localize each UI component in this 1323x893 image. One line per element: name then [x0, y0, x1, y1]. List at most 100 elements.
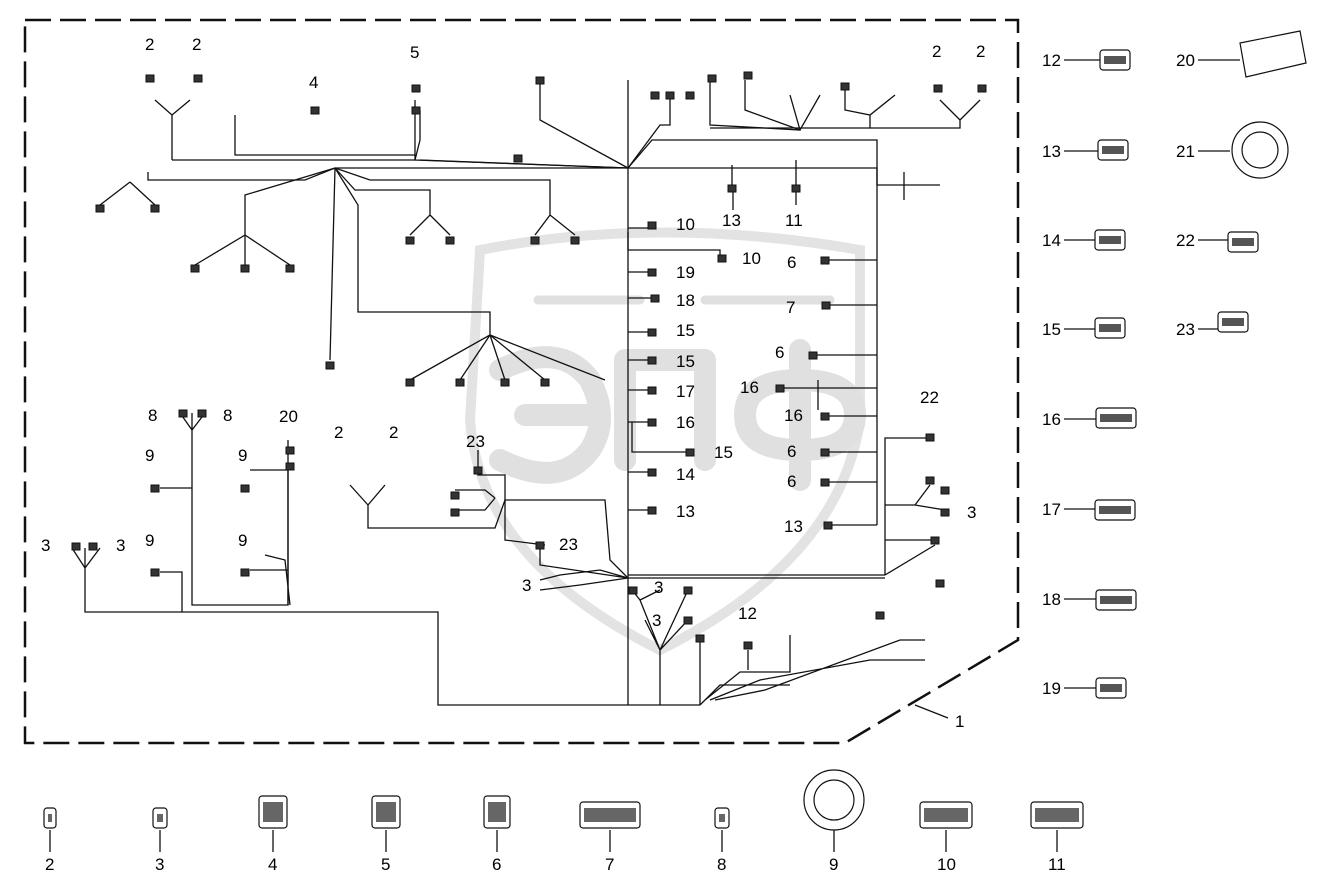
connector	[935, 579, 945, 588]
connector	[540, 378, 550, 387]
connector	[530, 236, 540, 245]
callout-13: 13	[722, 211, 741, 230]
connector	[405, 378, 415, 387]
callout-20: 20	[279, 407, 298, 426]
part-label-4: 4	[268, 855, 277, 874]
connector	[820, 412, 830, 421]
connector	[473, 466, 483, 475]
part-label-2: 2	[45, 855, 54, 874]
wire	[539, 548, 629, 591]
connector	[940, 486, 950, 495]
part-17-cavities	[1099, 506, 1131, 514]
part-label-8: 8	[717, 855, 726, 874]
connector	[310, 106, 320, 115]
connector	[513, 154, 523, 163]
connector	[95, 204, 105, 213]
callout-3: 3	[116, 536, 125, 555]
callout-15: 15	[676, 321, 695, 340]
wire	[99, 181, 156, 206]
connector	[190, 264, 200, 273]
callout-5: 5	[410, 43, 419, 62]
callout-10: 10	[742, 249, 761, 268]
connector	[820, 256, 830, 265]
part-label-23: 23	[1176, 320, 1195, 339]
wire	[627, 98, 671, 169]
part-label-16: 16	[1042, 410, 1061, 429]
callout-17: 17	[676, 382, 695, 401]
wire	[628, 271, 652, 391]
wire	[539, 80, 629, 169]
connector	[285, 446, 295, 455]
connector	[240, 264, 250, 273]
wire	[627, 139, 940, 186]
wire	[234, 115, 415, 156]
wire	[334, 167, 606, 381]
callout-13: 13	[784, 517, 803, 536]
connector	[925, 476, 935, 485]
connectors	[71, 71, 987, 650]
part-18-cavities	[1100, 596, 1132, 604]
wire	[147, 167, 628, 181]
part-label-13: 13	[1042, 142, 1061, 161]
connector	[178, 409, 188, 418]
wire	[329, 167, 336, 361]
connector	[145, 74, 155, 83]
wire	[780, 259, 877, 526]
connector	[411, 106, 421, 115]
connector	[647, 418, 657, 427]
connector	[450, 508, 460, 517]
part-label-3: 3	[155, 855, 164, 874]
wires	[71, 80, 981, 706]
connector	[535, 76, 545, 85]
wire	[414, 100, 629, 169]
wire	[628, 421, 690, 511]
wire	[628, 635, 925, 706]
part-22-cavities	[1232, 238, 1254, 246]
callout-2: 2	[192, 35, 201, 54]
part-14-cavities	[1099, 236, 1121, 244]
wire	[334, 167, 451, 236]
part-label-17: 17	[1042, 500, 1061, 519]
wire	[154, 99, 191, 160]
connector	[650, 91, 660, 100]
wire	[334, 167, 576, 236]
callout-3: 3	[967, 503, 976, 522]
connector	[240, 568, 250, 577]
connector	[650, 294, 660, 303]
callout-15: 15	[714, 443, 733, 462]
part-9-face	[813, 779, 855, 821]
part-label-12: 12	[1042, 51, 1061, 70]
connector	[150, 484, 160, 493]
callout-19: 19	[676, 263, 695, 282]
part-23-cavities	[1222, 318, 1244, 326]
callout-8: 8	[223, 406, 232, 425]
connector	[821, 301, 831, 310]
part-label-18: 18	[1042, 590, 1061, 609]
part-19-cavities	[1100, 684, 1122, 692]
wire	[628, 167, 878, 525]
connector	[445, 236, 455, 245]
part-8-cavities	[719, 814, 725, 822]
callout-18: 18	[676, 291, 695, 310]
connector	[683, 586, 693, 595]
part-6-cavities	[488, 802, 506, 822]
wire	[699, 640, 749, 705]
part-label-20: 20	[1176, 51, 1195, 70]
callout-2: 2	[389, 423, 398, 442]
wire	[160, 412, 289, 606]
callout-3: 3	[522, 576, 531, 595]
connector	[411, 84, 421, 93]
wire	[194, 167, 336, 266]
callout-15: 15	[676, 352, 695, 371]
connector	[775, 384, 785, 393]
callout-6: 6	[787, 253, 796, 272]
connector	[647, 468, 657, 477]
connector	[570, 236, 580, 245]
connector	[647, 386, 657, 395]
callout-23: 23	[559, 535, 578, 554]
part-2-cavities	[48, 814, 52, 822]
callout-16: 16	[784, 406, 803, 425]
wire	[172, 110, 421, 161]
callout-16: 16	[676, 413, 695, 432]
